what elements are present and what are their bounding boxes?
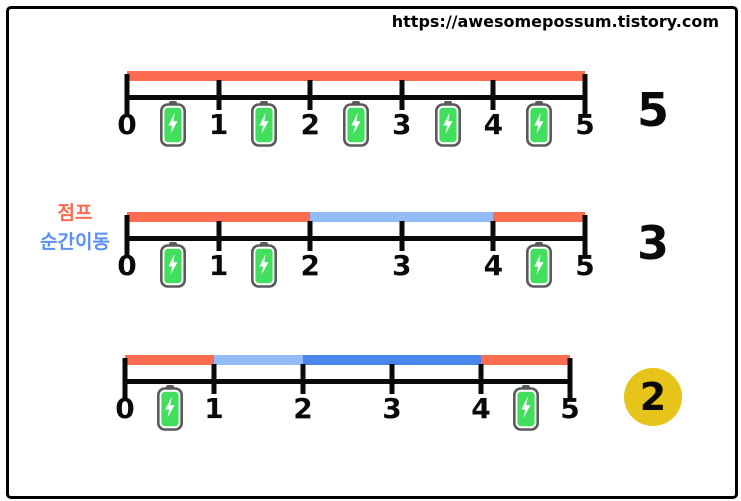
- battery-icon: [525, 241, 553, 288]
- tick-mark: [490, 80, 496, 110]
- battery-icon: [250, 241, 278, 288]
- segment-jump: [493, 212, 585, 222]
- answer-1: 5: [636, 83, 669, 137]
- tick-label: 4: [483, 108, 504, 141]
- tick-mark: [216, 221, 222, 251]
- tick-label: 3: [392, 108, 412, 141]
- tick-mark: [399, 221, 405, 251]
- battery-icon: [159, 100, 187, 147]
- legend: 점프 순간이동: [28, 199, 122, 257]
- number-line-1: 0 1 2 3 4 5: [117, 71, 595, 147]
- segment-jump: [127, 71, 585, 81]
- tick-mark: [307, 80, 313, 110]
- legend-teleport-label: 순간이동: [40, 231, 110, 253]
- tick-mark: [124, 74, 130, 116]
- tick-label: 0: [117, 249, 137, 282]
- tick-mark: [211, 364, 217, 394]
- number-line-2: 0 1 2 3 4 5: [117, 212, 595, 288]
- tick-mark: [478, 364, 484, 394]
- segment-teleport2: [303, 355, 481, 365]
- answer-3: 2: [639, 375, 667, 419]
- legend-jump-label: 점프: [57, 202, 93, 224]
- battery-icon: [159, 241, 187, 288]
- answer-2: 3: [636, 216, 669, 270]
- tick-mark: [216, 80, 222, 110]
- tick-label: 1: [204, 392, 224, 425]
- tick-label: 5: [575, 108, 595, 141]
- battery-icon: [156, 384, 184, 431]
- tick-label: 5: [560, 392, 580, 425]
- segment-jump: [481, 355, 570, 365]
- tick-mark: [399, 80, 405, 110]
- tick-label: 5: [575, 249, 595, 282]
- battery-icon: [525, 100, 553, 147]
- battery-icon: [512, 384, 540, 431]
- battery-icon: [434, 100, 462, 147]
- site-url: https://awesomepossum.tistory.com: [391, 12, 719, 31]
- tick-label: 3: [392, 249, 412, 282]
- tick-label: 0: [115, 392, 135, 425]
- tick-label: 4: [471, 392, 491, 425]
- tick-label: 0: [117, 108, 137, 141]
- tick-mark: [300, 364, 306, 394]
- battery-icon: [342, 100, 370, 147]
- tick-mark: [124, 215, 130, 257]
- tick-label: 4: [483, 249, 504, 282]
- segment-teleport: [214, 355, 303, 365]
- tick-label: 2: [300, 249, 320, 282]
- segment-jump: [125, 355, 214, 365]
- tick-mark: [389, 364, 395, 394]
- tick-mark: [490, 221, 496, 251]
- tick-mark: [582, 215, 588, 257]
- segment-jump: [127, 212, 311, 222]
- battery-icon: [250, 100, 278, 147]
- tick-label: 2: [300, 108, 320, 141]
- tick-label: 2: [293, 392, 313, 425]
- tick-mark: [582, 74, 588, 116]
- segment-teleport: [310, 212, 494, 222]
- number-line-3: 0 1 2 3 4 5: [115, 355, 580, 431]
- tick-mark: [307, 221, 313, 251]
- tick-label: 1: [208, 249, 229, 282]
- tick-mark: [567, 358, 573, 400]
- tick-label: 1: [208, 108, 229, 141]
- tick-label: 3: [382, 392, 402, 425]
- tick-mark: [122, 358, 128, 400]
- answer-3-circle: 2: [624, 368, 682, 426]
